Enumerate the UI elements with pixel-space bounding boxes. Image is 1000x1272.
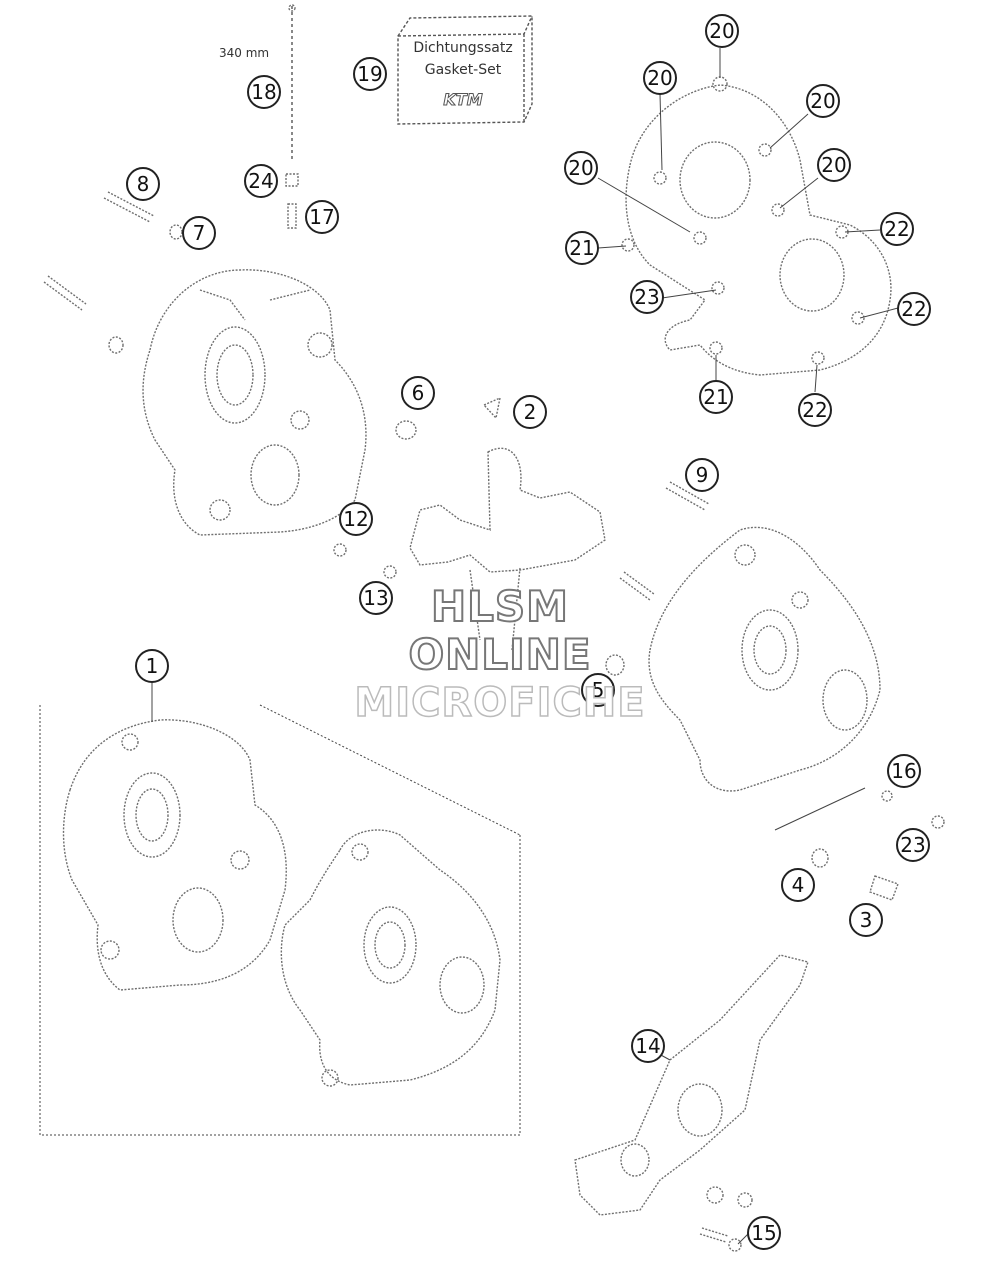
svg-text:16: 16 bbox=[891, 759, 916, 783]
callout-6[interactable]: 6 bbox=[401, 376, 435, 410]
callout-24[interactable]: 24 bbox=[244, 164, 278, 198]
callout-19[interactable]: 19 bbox=[353, 57, 387, 91]
watermark-line-2: ONLINE bbox=[407, 629, 592, 680]
callout-21-b[interactable]: 21 bbox=[699, 380, 733, 414]
callout-5[interactable]: 5 bbox=[581, 673, 615, 707]
svg-text:22: 22 bbox=[802, 398, 827, 422]
svg-text:8: 8 bbox=[137, 172, 150, 196]
callout-4[interactable]: 4 bbox=[781, 868, 815, 902]
callout-7[interactable]: 7 bbox=[182, 216, 216, 250]
svg-text:18: 18 bbox=[251, 80, 276, 104]
gasket-set-title-de: Dichtungssatz bbox=[413, 40, 513, 56]
svg-text:15: 15 bbox=[751, 1221, 776, 1245]
callout-12[interactable]: 12 bbox=[339, 502, 373, 536]
leader-lines bbox=[151, 48, 899, 1245]
callout-18[interactable]: 18 bbox=[247, 75, 281, 109]
right-crankcase-half bbox=[605, 481, 881, 792]
long-stud-18 bbox=[285, 4, 299, 229]
svg-text:23: 23 bbox=[634, 285, 659, 309]
svg-text:3: 3 bbox=[860, 908, 873, 932]
svg-text:22: 22 bbox=[884, 217, 909, 241]
watermark-line-1: HLSM bbox=[430, 581, 569, 632]
svg-text:19: 19 bbox=[357, 62, 382, 86]
svg-text:14: 14 bbox=[635, 1034, 660, 1058]
svg-text:13: 13 bbox=[363, 586, 388, 610]
screws-lower-right bbox=[774, 787, 945, 901]
callout-16[interactable]: 16 bbox=[887, 754, 921, 788]
gasket-set-title-en: Gasket-Set bbox=[424, 62, 502, 78]
callout-17[interactable]: 17 bbox=[305, 200, 339, 234]
callout-9[interactable]: 9 bbox=[685, 458, 719, 492]
svg-text:1: 1 bbox=[146, 654, 159, 678]
svg-text:7: 7 bbox=[193, 221, 206, 245]
svg-text:21: 21 bbox=[569, 236, 594, 260]
outer-cover-top-right bbox=[621, 76, 892, 376]
crankcase-assembly-box bbox=[39, 704, 521, 1136]
svg-text:22: 22 bbox=[901, 297, 926, 321]
crankcase-assembly-left-view bbox=[62, 719, 287, 991]
svg-text:20: 20 bbox=[821, 153, 846, 177]
callout-22-c[interactable]: 22 bbox=[798, 393, 832, 427]
watermark-line-3: MICROFICHE bbox=[354, 679, 646, 727]
gasket-set-box bbox=[397, 15, 533, 125]
callout-1[interactable]: 1 bbox=[135, 649, 169, 683]
svg-text:20: 20 bbox=[568, 156, 593, 180]
crankcase-gasket-2 bbox=[409, 396, 606, 651]
callout-23-a[interactable]: 23 bbox=[630, 280, 664, 314]
callout-3[interactable]: 3 bbox=[849, 903, 883, 937]
callout-21-a[interactable]: 21 bbox=[565, 231, 599, 265]
svg-text:20: 20 bbox=[647, 66, 672, 90]
callout-8[interactable]: 8 bbox=[126, 167, 160, 201]
left-crankcase-half bbox=[142, 269, 367, 536]
callout-22-a[interactable]: 22 bbox=[880, 212, 914, 246]
svg-text:6: 6 bbox=[412, 381, 425, 405]
callout-2[interactable]: 2 bbox=[513, 395, 547, 429]
callout-13[interactable]: 13 bbox=[359, 581, 393, 615]
svg-text:20: 20 bbox=[810, 89, 835, 113]
dowel-pins-left bbox=[43, 191, 417, 579]
svg-text:5: 5 bbox=[592, 678, 605, 702]
chain-guard-14 bbox=[574, 954, 809, 1252]
callout-14[interactable]: 14 bbox=[631, 1029, 665, 1063]
svg-text:24: 24 bbox=[248, 169, 273, 193]
callout-23-b[interactable]: 23 bbox=[896, 828, 930, 862]
stud-length-label: 340 mm bbox=[219, 46, 270, 60]
callout-20-d[interactable]: 20 bbox=[564, 151, 598, 185]
svg-text:9: 9 bbox=[696, 463, 709, 487]
gasket-set-label: Dichtungssatz Gasket-Set KTM bbox=[398, 18, 532, 120]
callout-20-e[interactable]: 20 bbox=[817, 148, 851, 182]
callout-20-b[interactable]: 20 bbox=[643, 61, 677, 95]
svg-text:17: 17 bbox=[309, 205, 334, 229]
crankcase-assembly-right-view bbox=[280, 829, 501, 1087]
callout-15[interactable]: 15 bbox=[747, 1216, 781, 1250]
callout-22-b[interactable]: 22 bbox=[897, 292, 931, 326]
svg-text:12: 12 bbox=[343, 507, 368, 531]
callout-20-c[interactable]: 20 bbox=[806, 84, 840, 118]
gasket-set-logo: KTM bbox=[443, 90, 483, 110]
svg-text:20: 20 bbox=[709, 19, 734, 43]
callout-20-a[interactable]: 20 bbox=[705, 14, 739, 48]
svg-text:23: 23 bbox=[900, 833, 925, 857]
svg-text:2: 2 bbox=[524, 400, 537, 424]
svg-text:4: 4 bbox=[792, 873, 805, 897]
svg-text:21: 21 bbox=[703, 385, 728, 409]
